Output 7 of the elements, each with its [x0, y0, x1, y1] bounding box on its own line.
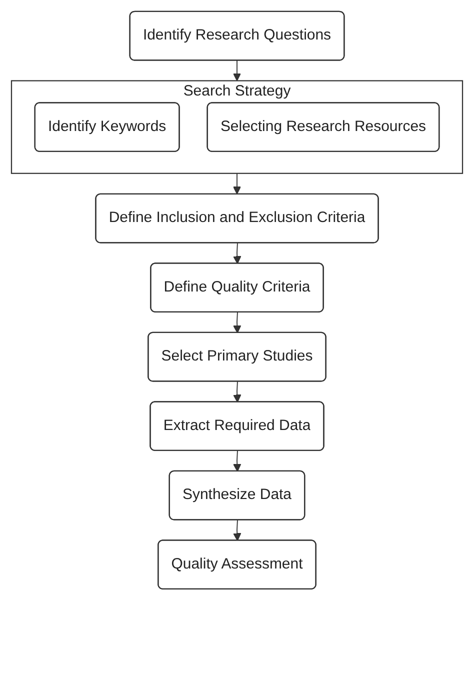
arrow — [233, 381, 242, 403]
arrow — [232, 60, 242, 82]
arrow — [232, 172, 242, 194]
arrow — [233, 312, 242, 334]
arrow — [233, 450, 242, 472]
arrow — [233, 520, 242, 542]
arrow — [233, 242, 242, 264]
